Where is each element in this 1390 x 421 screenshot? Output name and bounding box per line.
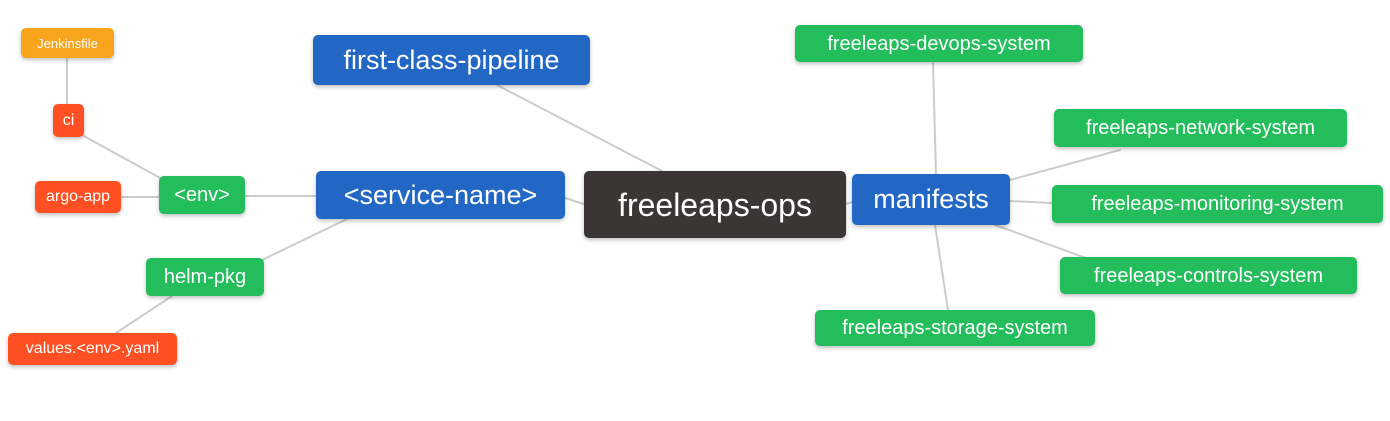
node-label: manifests	[873, 184, 989, 214]
node-ci[interactable]: ci	[53, 104, 84, 137]
edge-manifests-to-freeleaps-controls-system	[994, 224, 1087, 259]
node-manifests[interactable]: manifests	[852, 174, 1010, 225]
node-label: first-class-pipeline	[343, 44, 560, 75]
edge-manifests-to-freeleaps-storage-system	[934, 224, 949, 311]
node-label: argo-app	[45, 188, 111, 205]
node-freeleaps-ops[interactable]: freeleaps-ops	[584, 171, 846, 238]
node-label: freeleaps-storage-system	[842, 317, 1068, 339]
node-label: freeleaps-devops-system	[827, 32, 1051, 55]
node-values-env-yaml[interactable]: values.<env>.yaml	[8, 333, 177, 365]
node-freeleaps-devops-system[interactable]: freeleaps-devops-system	[795, 25, 1083, 62]
node-freeleaps-storage-system[interactable]: freeleaps-storage-system	[815, 310, 1095, 346]
node-label: freeleaps-network-system	[1086, 117, 1315, 139]
node-freeleaps-controls-system[interactable]: freeleaps-controls-system	[1060, 257, 1357, 294]
node-label: ci	[62, 111, 75, 129]
node-env[interactable]: <env>	[159, 176, 245, 214]
node-freeleaps-monitoring-system[interactable]: freeleaps-monitoring-system	[1052, 185, 1383, 223]
node-jenkinsfile[interactable]: Jenkinsfile	[21, 28, 114, 58]
edge-first-class-pipeline-to-freeleaps-ops	[496, 84, 663, 172]
node-first-class-pipeline[interactable]: first-class-pipeline	[313, 35, 590, 85]
node-label: Jenkinsfile	[37, 35, 98, 51]
edge-ci-to-env	[81, 134, 163, 180]
edge-values-env-yaml-to-helm-pkg	[115, 295, 173, 334]
edge-manifests-to-freeleaps-network-system	[1009, 149, 1121, 181]
edge-manifests-to-freeleaps-monitoring-system	[1009, 200, 1053, 204]
node-label: <env>	[174, 184, 230, 206]
node-argo-app[interactable]: argo-app	[35, 181, 121, 213]
node-label: <service-name>	[343, 179, 538, 210]
node-label: helm-pkg	[163, 266, 247, 288]
node-label: freeleaps-monitoring-system	[1091, 193, 1344, 215]
node-label: values.<env>.yaml	[25, 340, 160, 357]
edge-helm-pkg-to-service-name	[261, 218, 348, 261]
node-freeleaps-network-system[interactable]: freeleaps-network-system	[1054, 109, 1347, 147]
node-service-name[interactable]: <service-name>	[316, 171, 565, 219]
node-helm-pkg[interactable]: helm-pkg	[146, 258, 264, 296]
node-label: freeleaps-controls-system	[1094, 264, 1323, 287]
node-label: freeleaps-ops	[618, 186, 812, 223]
edge-manifests-to-freeleaps-devops-system	[932, 61, 937, 175]
edge-service-name-to-freeleaps-ops	[564, 197, 585, 205]
